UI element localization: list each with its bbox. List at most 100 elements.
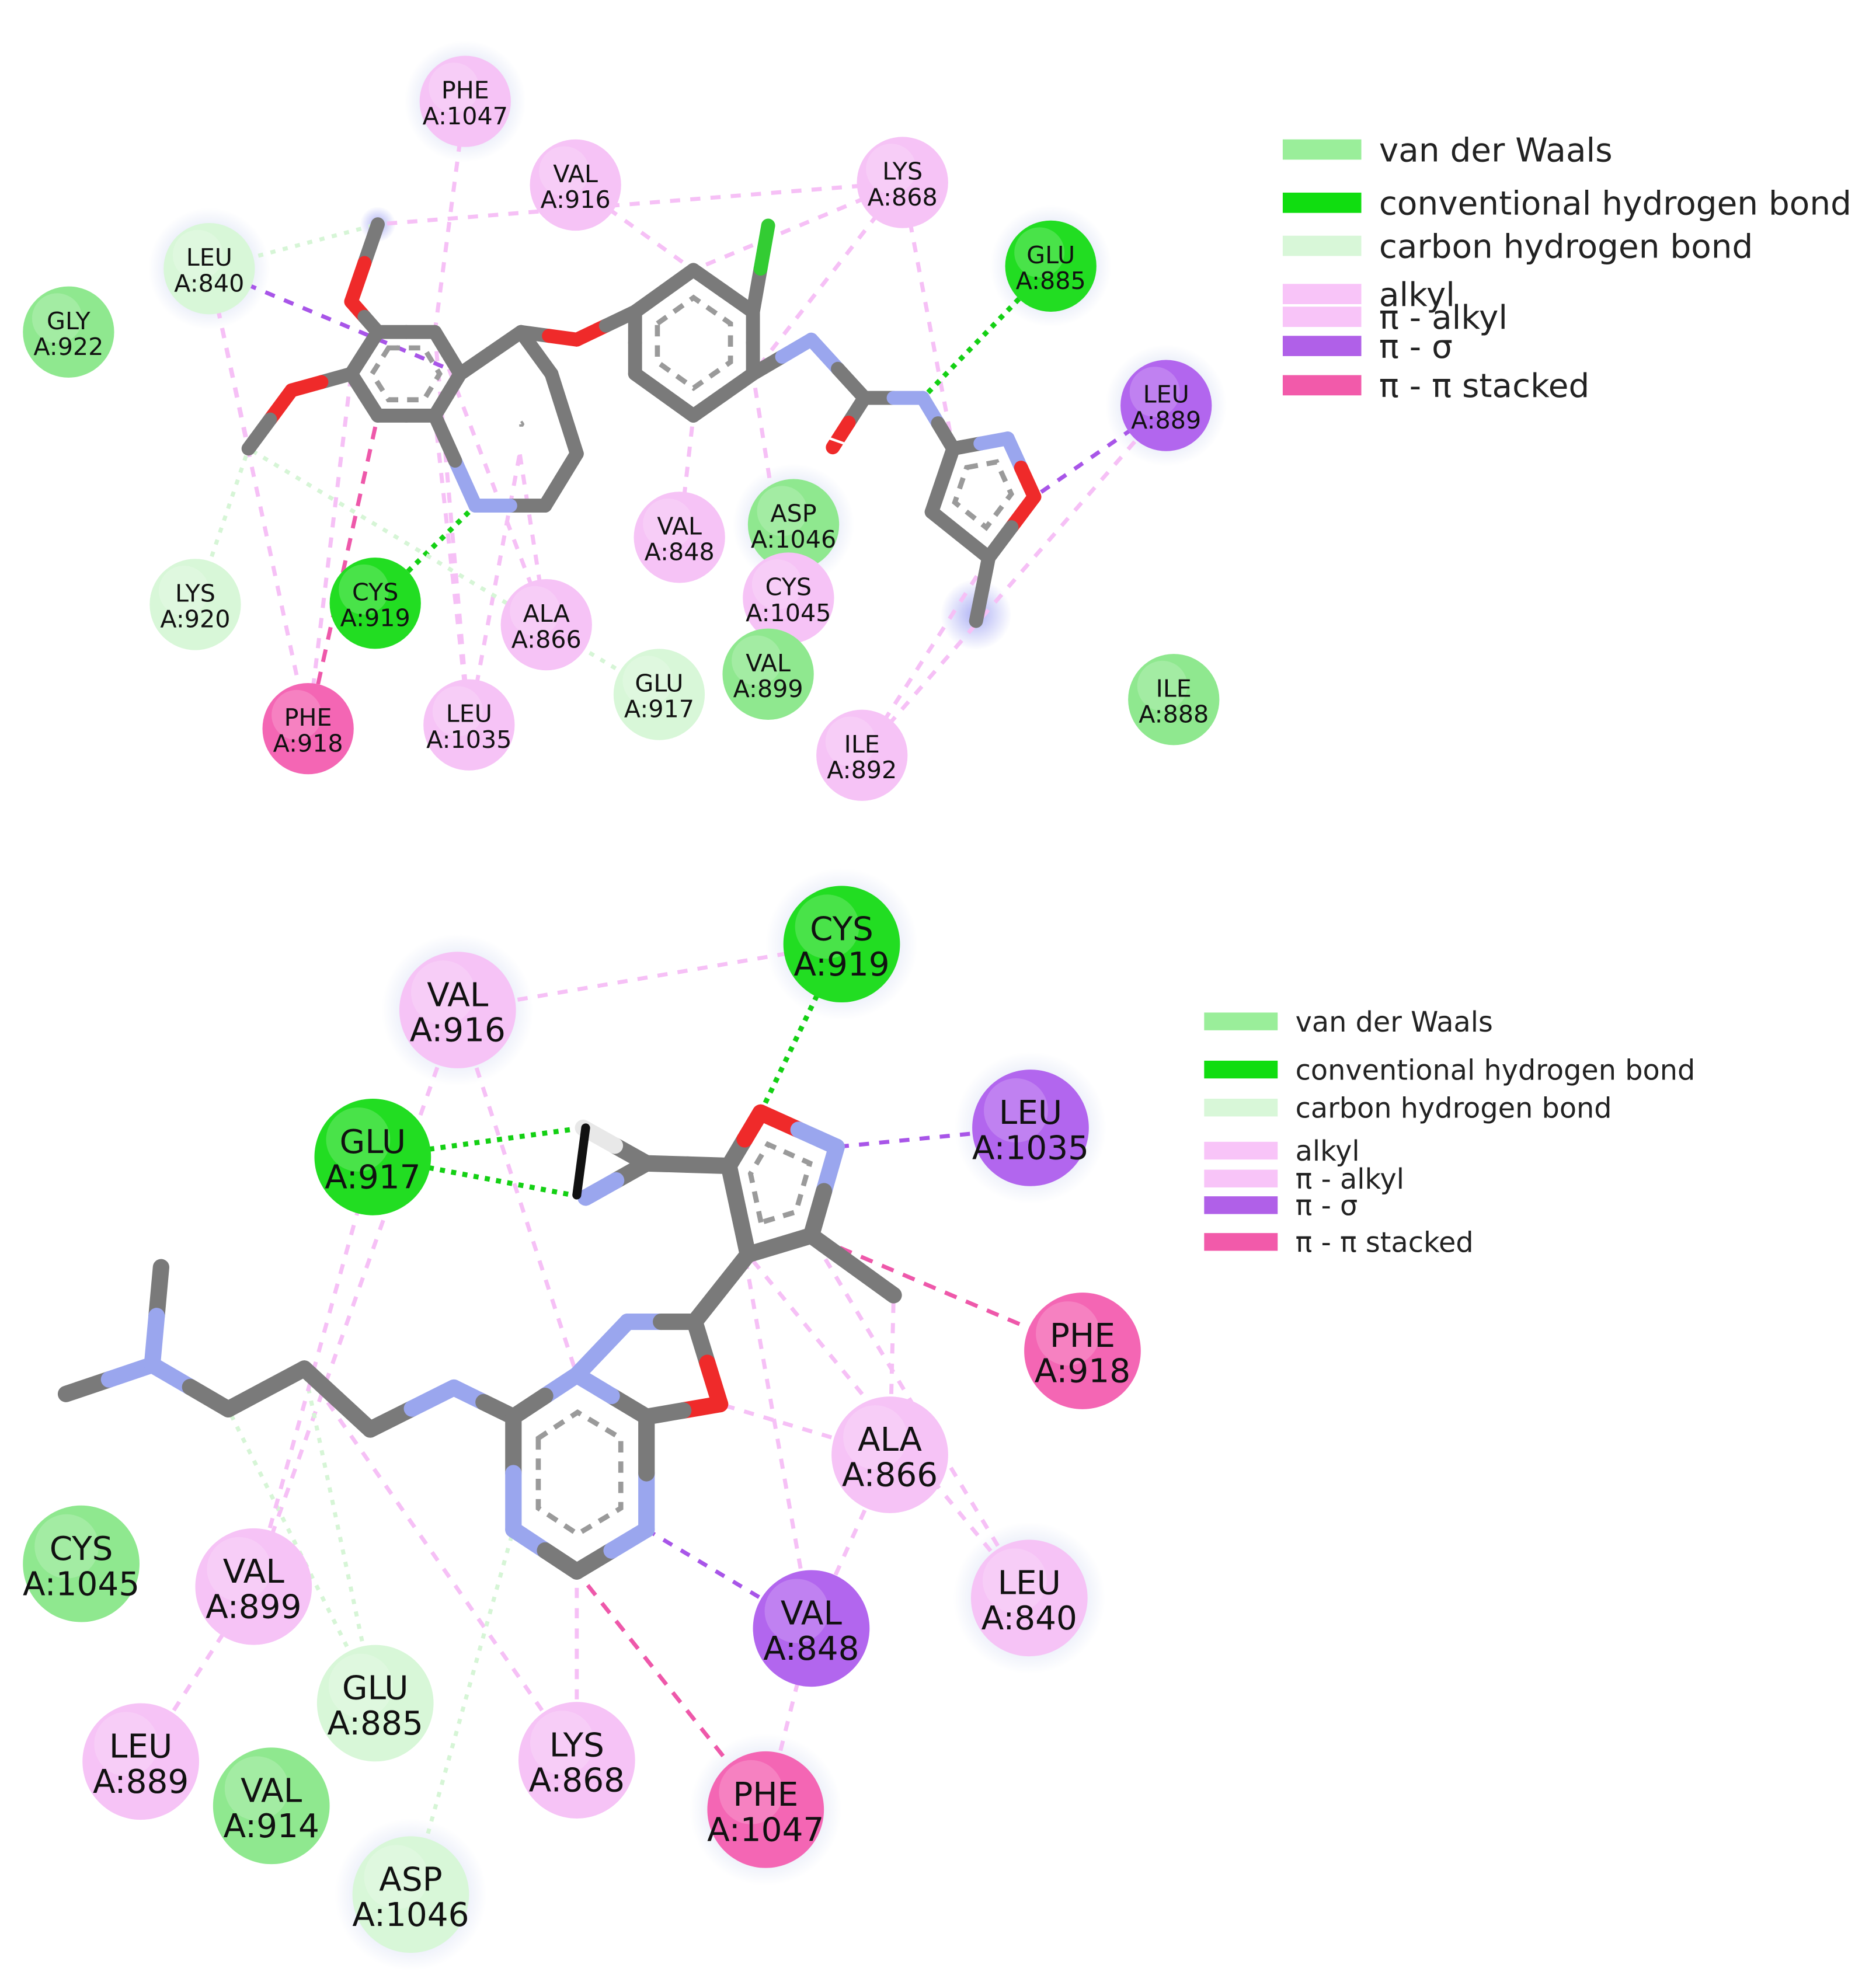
residue-circle [23, 1505, 140, 1622]
ligand-bond [826, 415, 856, 455]
legend-label: carbon hydrogen bond [1296, 1092, 1612, 1124]
residue-circle [399, 952, 516, 1068]
legend-swatch [1282, 336, 1362, 356]
legend-label: alkyl [1379, 276, 1455, 314]
residue-highlight [224, 1756, 289, 1821]
residue-name: LYS [882, 158, 923, 186]
residue-circle [213, 1747, 330, 1865]
residue-chain: A:922 [33, 333, 103, 361]
legend-label: alkyl [1296, 1135, 1360, 1168]
residue-highlight [866, 144, 917, 194]
residue-circle [262, 683, 354, 775]
residue-name: ALA [523, 600, 570, 628]
legend-swatch [1204, 1012, 1278, 1030]
residue-highlight [1036, 1301, 1100, 1366]
residue-name: GLU [635, 670, 683, 698]
ligand-bond [803, 1227, 861, 1274]
residue-circle [743, 552, 834, 644]
ligand-bond [448, 454, 483, 513]
legend-item-pi_pi: π - π stacked [1204, 1227, 1474, 1259]
residue-chain: A:1035 [972, 1130, 1089, 1168]
amine-hydrogen [572, 1123, 590, 1200]
residue-circle [1120, 360, 1212, 451]
residue-highlight [751, 559, 802, 610]
residue-chain: A:1035 [426, 726, 511, 754]
residue-highlight [32, 293, 82, 344]
legend-item-alkyl: alkyl [1204, 1135, 1360, 1168]
residue-circle [970, 1539, 1088, 1657]
panel2-residues: CYSA:919VALA:916GLUA:917LEUA:1035PHEA:91… [23, 886, 1141, 1953]
residue-chain: A:918 [1035, 1353, 1130, 1391]
interaction-line-alkyl [455, 1009, 579, 1376]
residue-name: PHE [733, 1776, 798, 1814]
legend-swatch [1282, 375, 1362, 396]
interaction-line-chbond [247, 447, 660, 696]
residue-highlight [795, 894, 859, 959]
legend-swatch [1204, 1141, 1278, 1160]
residue-name: LEU [446, 700, 492, 728]
residue-chain: A:848 [645, 538, 715, 566]
panel1-ligand [241, 217, 1042, 628]
residue-highlight [432, 686, 483, 737]
legend-item-vdw: van der Waals [1204, 1006, 1493, 1039]
residue-highlight [539, 146, 590, 197]
legend-label: π - π stacked [1296, 1227, 1474, 1259]
residue-highlight [1014, 227, 1065, 278]
residue-name: CYS [352, 578, 398, 606]
interaction-line-alkyl [692, 180, 904, 272]
residue-circle [722, 628, 814, 720]
interaction-line-alkyl [252, 1009, 460, 1587]
residue-circle [1128, 654, 1220, 746]
panel2-ligand [57, 1104, 902, 1580]
residue-name: VAL [657, 512, 702, 540]
interaction-line-alkyl [457, 942, 843, 1012]
interaction-line-hbond [758, 943, 844, 1114]
residue-name: ILE [1156, 674, 1192, 702]
ligand-bond [753, 218, 775, 276]
residue-chain: A:840 [981, 1600, 1077, 1638]
legend-label: conventional hydrogen bond [1379, 185, 1851, 223]
ligand-bond [969, 582, 990, 628]
residue-name: LEU [998, 1565, 1061, 1603]
aromatic-ring [952, 459, 1015, 531]
residue-circle [316, 1645, 434, 1762]
legend-item-chbond: carbon hydrogen bond [1204, 1092, 1612, 1124]
double-bond-mark [826, 436, 845, 445]
legend-item-pi_alkyl: π - alkyl [1282, 299, 1508, 337]
residue-highlight [1129, 367, 1180, 417]
residue-name: LYS [175, 579, 215, 607]
residue-highlight [34, 1514, 99, 1579]
residue-name: GLU [340, 1123, 406, 1161]
residue-circle [1005, 220, 1097, 312]
residue-chain: A:848 [763, 1630, 859, 1668]
residue-chain: A:889 [1131, 406, 1201, 434]
residue-circle [783, 886, 900, 1003]
residue-circle [423, 679, 515, 771]
legend-swatch [1282, 139, 1362, 160]
interaction-line-alkyl [860, 404, 1168, 757]
residue-chain: A:920 [160, 605, 230, 633]
ligand-bond [505, 1387, 554, 1425]
residue-circle [195, 1528, 312, 1645]
residue-chain: A:1045 [23, 1565, 140, 1603]
residue-name: PHE [284, 703, 332, 732]
residue-circle [831, 1396, 948, 1513]
residue-circle [352, 1836, 469, 1953]
legend-item-chbond: carbon hydrogen bond [1282, 228, 1753, 266]
residue-chain: A:885 [1016, 267, 1086, 295]
